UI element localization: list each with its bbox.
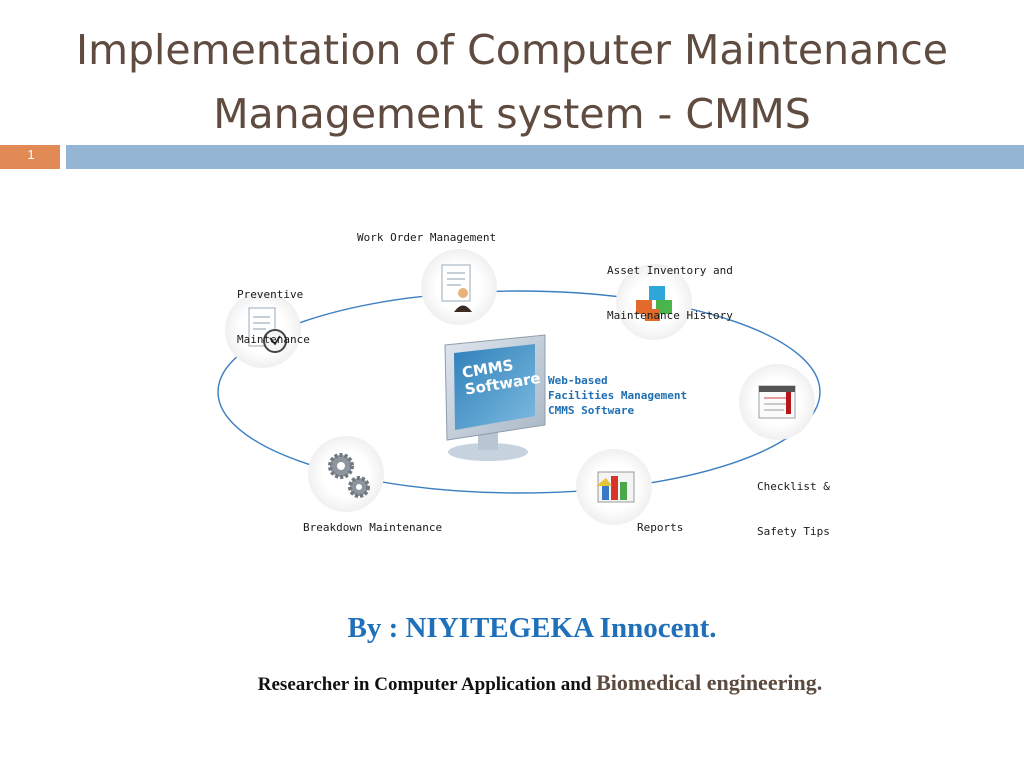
author-role-part-1: Researcher in Computer Application and	[257, 674, 597, 695]
cubes-icon	[616, 264, 692, 340]
label-asset-line-2: Maintenance History	[607, 309, 733, 322]
label-asset-line-1: Asset Inventory and	[607, 264, 733, 277]
author-role: Researcher in Computer Application and B…	[0, 670, 1024, 696]
label-preventive-line-1: Preventive	[237, 288, 304, 301]
center-description-line-2: Facilities Management	[548, 389, 688, 402]
center-description: Web-based Facilities Management CMMS Sof…	[548, 373, 687, 418]
slide-title-line-1: Implementation of Computer Maintenance	[75, 26, 949, 74]
label-checklist: Checklist & Safety Tips	[757, 449, 830, 554]
slide-title: Implementation of Computer Maintenance M…	[0, 18, 1024, 146]
author-byline: By : NIYITEGEKA Innocent.	[347, 612, 717, 644]
label-work-order: Work Order Management	[357, 231, 497, 244]
label-breakdown: Breakdown Maintenance	[303, 521, 443, 534]
cmms-monitor-icon	[444, 334, 546, 461]
slide-number: 1	[0, 145, 60, 169]
center-description-line-3: CMMS Software	[548, 404, 635, 417]
document-person-icon	[421, 249, 497, 325]
document-clock-icon	[225, 292, 301, 368]
label-preventive: Preventive Maintenance	[237, 257, 310, 362]
label-preventive-line-2: Maintenance	[237, 333, 310, 346]
label-reports: Reports	[637, 521, 684, 534]
slide-title-line-2: Management system - CMMS	[213, 90, 811, 138]
calendar-notepad-icon	[739, 364, 815, 440]
label-asset: Asset Inventory and Maintenance History	[607, 233, 733, 338]
label-checklist-line-1: Checklist &	[757, 480, 830, 493]
author-role-part-2: Biomedical engineering.	[596, 670, 823, 695]
label-checklist-line-2: Safety Tips	[757, 525, 830, 538]
header-bar	[66, 145, 1024, 169]
cycle-ellipse	[217, 290, 821, 494]
bar-chart-icon	[576, 449, 652, 525]
center-description-line-1: Web-based	[548, 374, 608, 387]
gears-icon	[308, 436, 384, 512]
